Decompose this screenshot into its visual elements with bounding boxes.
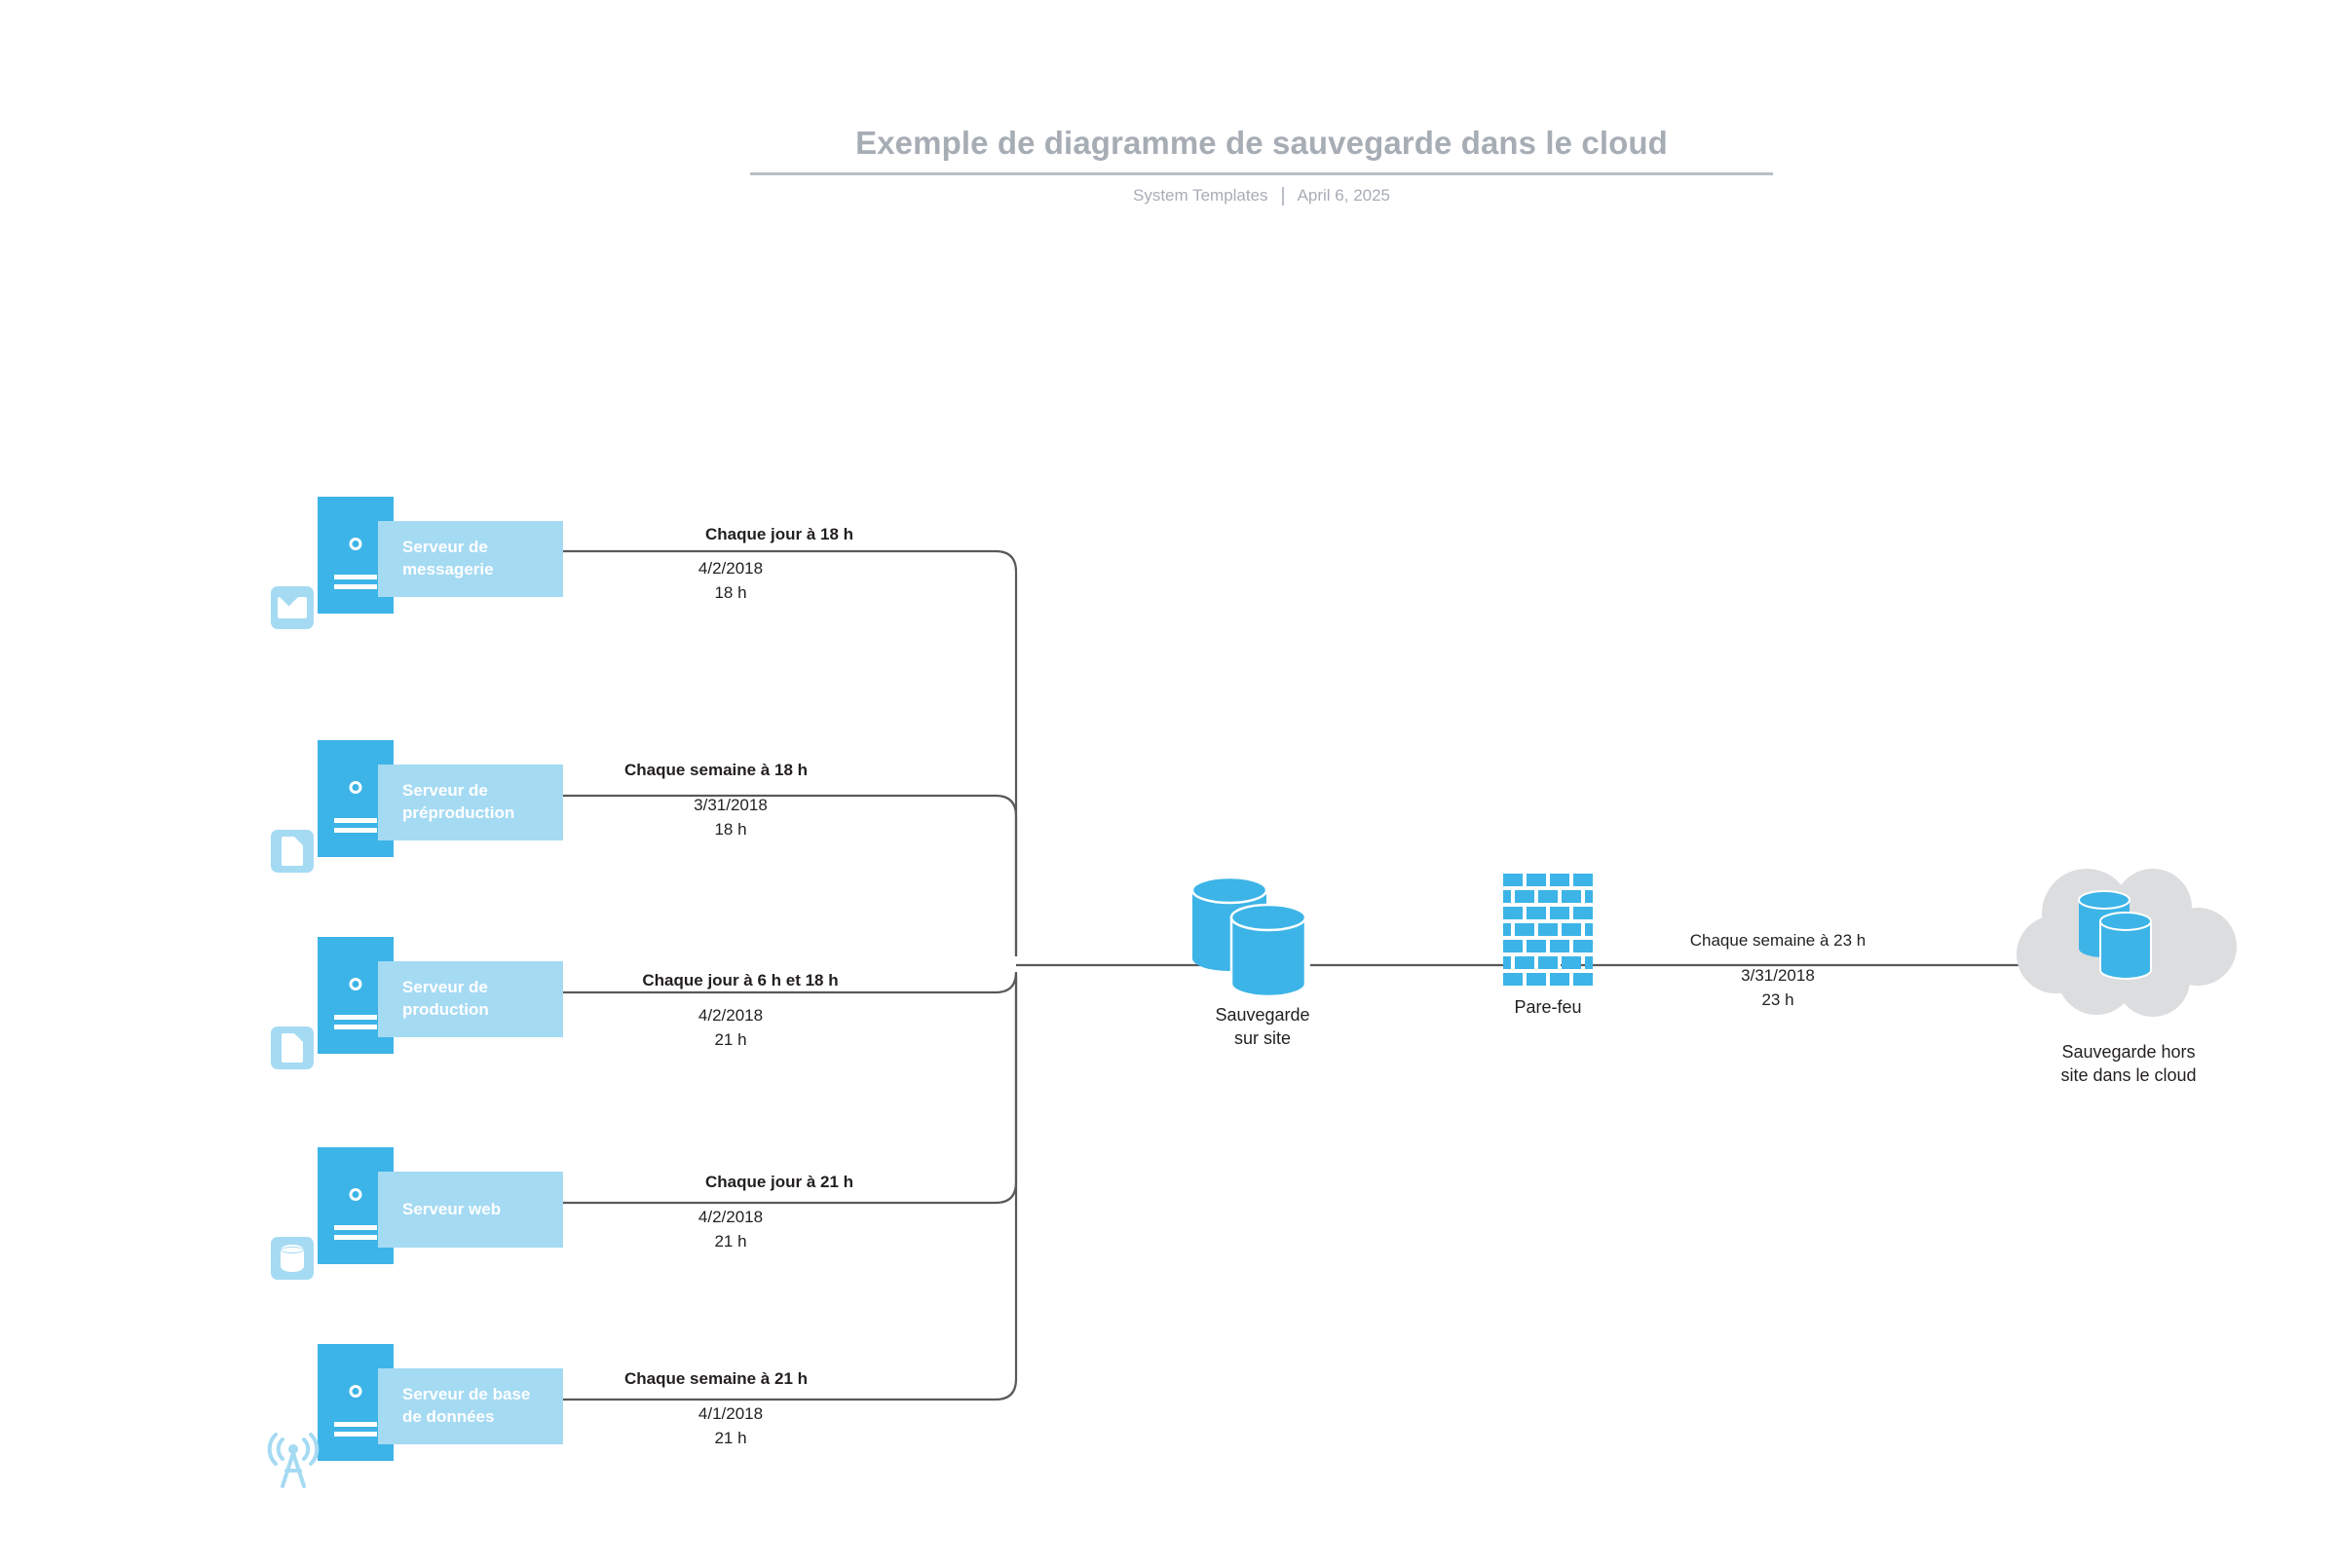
connection-time-5: 21 h [714,1429,747,1447]
connection-date-1: 4/2/2018 [698,559,764,578]
connection-title-5: Chaque semaine à 21 h [623,1369,809,1388]
power-indicator-icon [349,538,362,550]
server-vents-icon [334,818,377,838]
cloud-backup-figure[interactable]: Sauvegarde hors site dans le cloud [2017,867,2241,1085]
connection-date-4: 4/2/2018 [698,1208,764,1226]
server-label-line2: messagerie [402,560,494,579]
caption-line1: Sauvegarde hors [2061,1042,2196,1062]
server-label-production: Serveur de production [378,961,563,1037]
connection-date-5: 4/1/2018 [698,1404,764,1423]
document-icon [271,1027,314,1069]
document-header: Exemple de diagramme de sauvegarde dans … [750,125,1773,205]
cloud-icon [2017,869,2237,1017]
server-label-line1: Serveur de base [402,1385,531,1404]
wire-database-server [534,974,1018,1401]
power-indicator-icon [349,1188,362,1201]
server-vents-icon [334,575,377,594]
caption-line2: sur site [1233,1028,1292,1049]
server-label-line1: Serveur web [402,1199,502,1218]
power-indicator-icon [349,1385,362,1398]
subtitle-source: System Templates [1132,186,1268,205]
connection-title-4: Chaque jour à 21 h [704,1173,854,1191]
connection-title-1: Chaque jour à 18 h [704,525,854,543]
server-label-line1: Serveur de [402,978,488,997]
firewall-caption: Pare-feu [1460,995,1636,1019]
page-title: Exemple de diagramme de sauvegarde dans … [750,125,1773,175]
subtitle-date: April 6, 2025 [1297,186,1391,205]
cloud-cylinder-front [2099,912,2152,980]
server-label-staging: Serveur de préproduction [378,765,563,840]
connection-time-2: 18 h [714,820,747,839]
connection-date-3: 4/2/2018 [698,1006,764,1025]
connection-date-2: 3/31/2018 [694,796,768,814]
caption-line1: Sauvegarde [1215,1005,1310,1025]
subtitle-separator [1281,186,1284,205]
firewall-figure[interactable]: Pare-feu [1503,874,1593,1017]
server-vents-icon [334,1015,377,1034]
connection-time-3: 21 h [714,1030,747,1049]
power-indicator-icon [349,978,362,990]
cloud-connection-title: Chaque semaine à 23 h [1689,931,1867,950]
server-vents-icon [334,1225,377,1245]
double-cylinder-icon [1190,876,1307,998]
broadcast-antenna-icon [265,1430,321,1490]
brick-wall-icon [1503,874,1593,986]
caption-line1: Pare-feu [1514,997,1582,1017]
caption-line2: site dans le cloud [2060,1065,2197,1086]
connection-time-4: 21 h [714,1232,747,1251]
subtitle-row: System Templates April 6, 2025 [750,186,1773,205]
server-label-web: Serveur web [378,1172,563,1248]
wire-staging-server [534,794,1018,956]
onsite-backup-figure[interactable]: Sauvegarde sur site [1185,872,1326,1048]
connection-title-3: Chaque jour à 6 h et 18 h [642,971,839,989]
server-label-mail: Serveur de messagerie [378,521,563,597]
server-label-line2: préproduction [402,803,515,822]
connection-time-1: 18 h [714,583,747,602]
server-label-line1: Serveur de [402,538,488,557]
server-label-line2: de données [402,1407,495,1426]
onsite-backup-caption: Sauvegarde sur site [1175,1003,1350,1051]
server-label-line2: production [402,1000,489,1019]
envelope-icon [271,586,314,629]
cloud-backup-caption: Sauvegarde hors site dans le cloud [1997,1040,2260,1088]
power-indicator-icon [349,781,362,794]
server-label-line1: Serveur de [402,781,488,801]
cloud-connection-date: 3/31/2018 [1741,966,1815,985]
database-cylinder-icon [271,1237,314,1280]
server-label-database: Serveur de base de données [378,1368,563,1444]
cloud-connection-time: 23 h [1761,990,1794,1009]
document-icon [271,830,314,873]
server-vents-icon [334,1422,377,1441]
connection-title-2: Chaque semaine à 18 h [623,761,809,779]
wire-mail-server [534,549,1018,956]
